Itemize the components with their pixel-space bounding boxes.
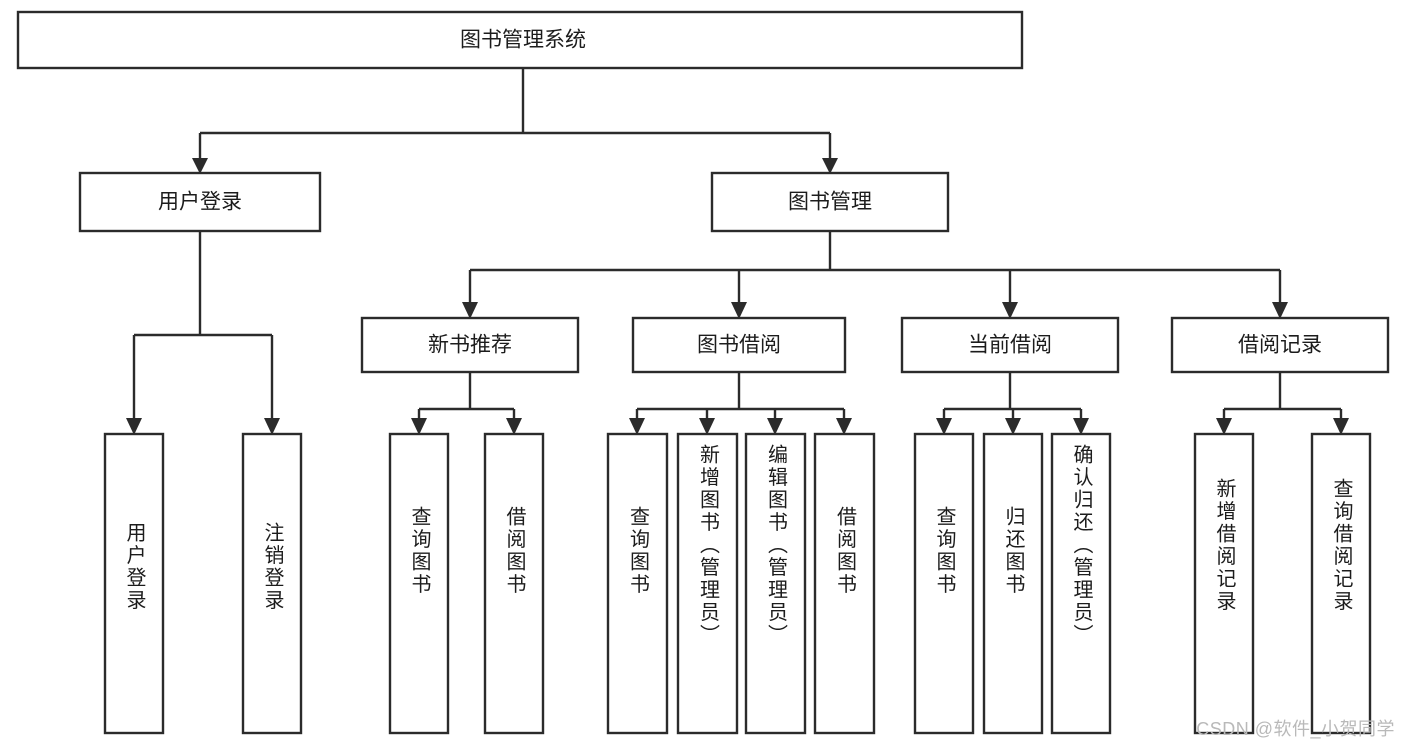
node-root-label: 图书管理系统 bbox=[460, 29, 586, 52]
node-return-book-rect[interactable] bbox=[982, 432, 1044, 735]
arrowhead-book-borrow bbox=[731, 302, 747, 319]
arrowhead-book-manage bbox=[822, 158, 838, 174]
node-user-login-leaf-rect[interactable] bbox=[103, 432, 165, 735]
arrowhead-query-record bbox=[1333, 418, 1349, 435]
node-current-borrow-label: 当前借阅 bbox=[968, 334, 1052, 357]
node-new-book-rec-label: 新书推荐 bbox=[428, 334, 512, 357]
node-user-login-rect[interactable] bbox=[78, 171, 322, 233]
arrowhead-add-book bbox=[699, 418, 715, 435]
arrowhead-borrow-book-2 bbox=[836, 418, 852, 435]
arrowhead-edit-book bbox=[767, 418, 783, 435]
node-new-book-rec[interactable]: 新书推荐 bbox=[360, 316, 580, 374]
arrowhead-return-book bbox=[1005, 418, 1021, 435]
node-user-login[interactable]: 用户登录 bbox=[78, 171, 322, 233]
node-q-book-3-rect[interactable] bbox=[913, 432, 975, 735]
arrowhead-confirm-return bbox=[1073, 418, 1089, 435]
arrowhead-user-login bbox=[192, 158, 208, 174]
node-borrow-book-1-rect[interactable] bbox=[483, 432, 545, 735]
node-user-logout-leaf-rect[interactable] bbox=[241, 432, 303, 735]
node-q-book-1-rect[interactable] bbox=[388, 432, 450, 735]
node-borrow-record-rect[interactable] bbox=[1170, 316, 1390, 374]
node-new-book-rec-rect[interactable] bbox=[360, 316, 580, 374]
node-layer: 图书管理系统 用户登录 图书管理 新书推荐 图书借阅 当前 bbox=[16, 10, 1390, 735]
arrowhead-current-borrow bbox=[1002, 302, 1018, 319]
node-q-book-2-rect[interactable] bbox=[606, 432, 669, 735]
node-borrow-record-label: 借阅记录 bbox=[1238, 334, 1322, 357]
arrowhead-q-book-1 bbox=[411, 418, 427, 435]
node-add-record-rect[interactable] bbox=[1193, 432, 1255, 735]
node-book-manage[interactable]: 图书管理 bbox=[710, 171, 950, 233]
node-query-record-rect[interactable] bbox=[1310, 432, 1372, 735]
node-add-book-rect[interactable] bbox=[676, 432, 739, 735]
csdn-watermark: CSDN @软件_小贺同学 bbox=[1196, 719, 1395, 739]
arrowhead-add-record bbox=[1216, 418, 1232, 435]
node-current-borrow[interactable]: 当前借阅 bbox=[900, 316, 1120, 374]
arrowhead-q-book-3 bbox=[936, 418, 952, 435]
node-borrow-book-2-rect[interactable] bbox=[813, 432, 876, 735]
node-root[interactable]: 图书管理系统 bbox=[16, 10, 1024, 70]
arrowhead-borrow-book-1 bbox=[506, 418, 522, 435]
node-book-manage-rect[interactable] bbox=[710, 171, 950, 233]
node-borrow-record[interactable]: 借阅记录 bbox=[1170, 316, 1390, 374]
node-book-borrow[interactable]: 图书借阅 bbox=[631, 316, 847, 374]
arrowhead-new-book-rec bbox=[462, 302, 478, 319]
node-user-login-label: 用户登录 bbox=[158, 191, 242, 214]
connector-layer bbox=[126, 68, 1349, 435]
arrowhead-q-book-2 bbox=[629, 418, 645, 435]
node-edit-book-rect[interactable] bbox=[744, 432, 807, 735]
node-book-manage-label: 图书管理 bbox=[788, 191, 872, 214]
arrowhead-user-logout-leaf bbox=[264, 418, 280, 435]
arrowhead-user-login-leaf bbox=[126, 418, 142, 435]
node-current-borrow-rect[interactable] bbox=[900, 316, 1120, 374]
node-book-borrow-rect[interactable] bbox=[631, 316, 847, 374]
node-book-borrow-label: 图书借阅 bbox=[697, 334, 781, 357]
node-confirm-return-rect[interactable] bbox=[1050, 432, 1112, 735]
arrowhead-borrow-record bbox=[1272, 302, 1288, 319]
node-root-rect[interactable] bbox=[16, 10, 1024, 70]
